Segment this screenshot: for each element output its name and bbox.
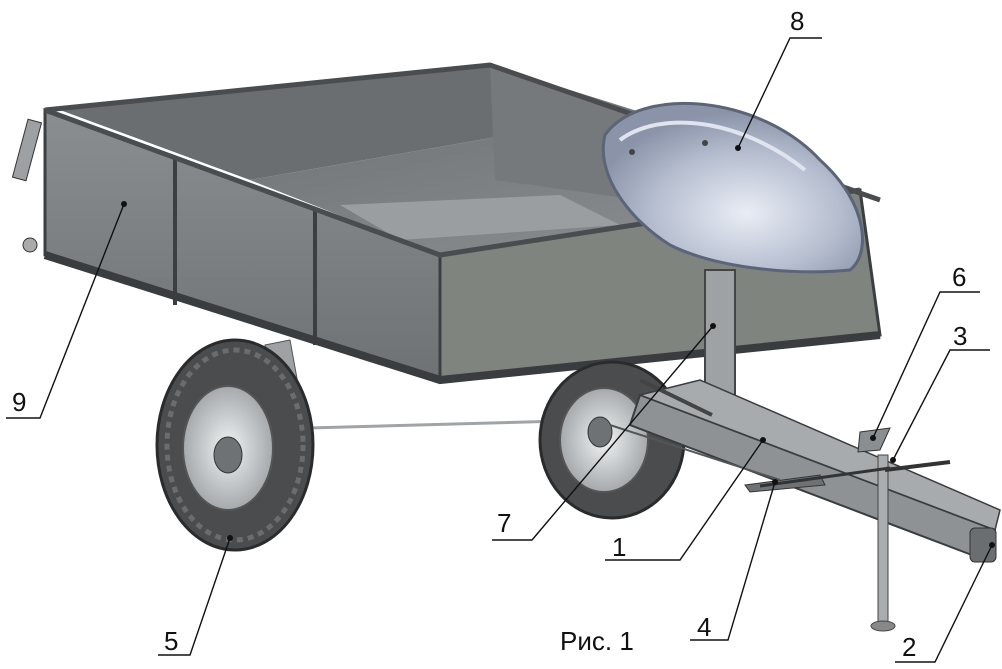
callout-label-9: 9 [12, 387, 26, 417]
callout-leader-3 [892, 349, 990, 461]
seat-hole [702, 140, 708, 146]
lever [884, 460, 951, 472]
callout-leader-5 [158, 537, 231, 656]
tailgate-hinge [22, 237, 38, 253]
pedal-rod [759, 466, 891, 488]
drawbar-top [637, 379, 1001, 532]
left-wheel [155, 338, 315, 552]
hub [213, 436, 243, 474]
tailgate-latch [11, 118, 43, 182]
seat [601, 101, 864, 274]
floor-plank [340, 195, 620, 240]
callout-leader-4 [690, 481, 776, 641]
callout-label-1: 1 [612, 532, 626, 562]
callout-leader-2 [895, 544, 993, 663]
drawbar-assembly [609, 378, 1001, 632]
callout-label-7: 7 [497, 508, 511, 538]
seat-assembly [601, 101, 864, 411]
brace [639, 378, 713, 417]
support-leg-foot [870, 620, 896, 632]
callout-label-2: 2 [902, 632, 916, 662]
hub [587, 416, 613, 448]
callout-leader-8 [737, 37, 822, 149]
callout-label-5: 5 [164, 626, 178, 656]
cable [609, 424, 781, 481]
seat-hole [629, 149, 635, 155]
callout-leader-7 [492, 325, 714, 541]
callout-label-8: 8 [790, 6, 804, 36]
callout-leader-6 [872, 291, 980, 439]
callout-label-3: 3 [953, 321, 967, 351]
callouts: 1 2 3 4 5 6 7 8 9 [6, 6, 995, 663]
figure-caption: Рис. 1 [560, 626, 634, 656]
callout-leader-1 [605, 439, 764, 561]
support-leg [877, 454, 889, 626]
trailer-body [11, 62, 882, 385]
callout-label-4: 4 [697, 612, 711, 642]
tire-tread [164, 347, 306, 543]
right-inner-wall [490, 65, 640, 200]
callout-label-6: 6 [952, 262, 966, 292]
callout-leader-9 [6, 203, 125, 419]
seat-rim-highlight [618, 120, 807, 172]
